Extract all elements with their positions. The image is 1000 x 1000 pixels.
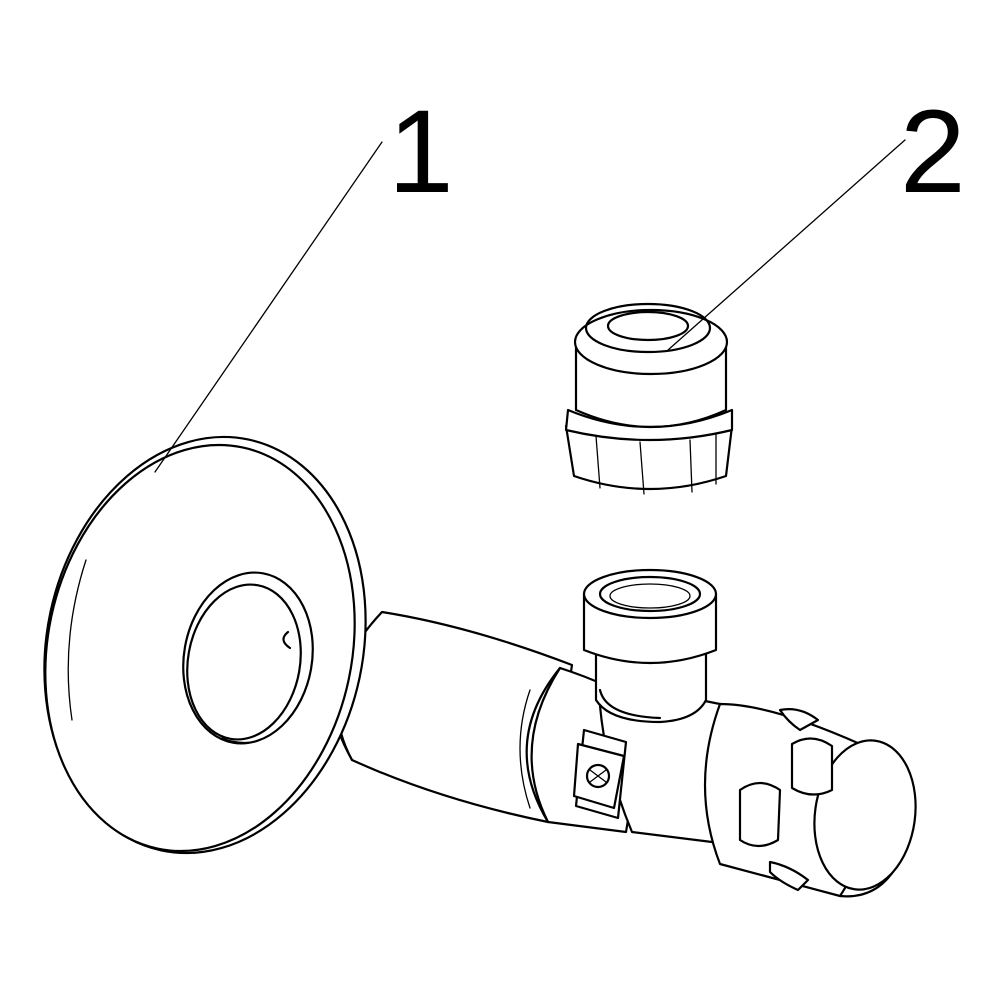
leader-line-2	[667, 139, 906, 351]
callout-1: 1	[154, 86, 454, 473]
compression-nut-part	[564, 302, 734, 495]
callout-2: 2	[667, 86, 966, 351]
callout-number-1: 1	[388, 86, 454, 218]
rosette-part	[43, 435, 367, 855]
callout-number-2: 2	[900, 86, 966, 218]
angle-valve-body	[330, 568, 917, 898]
leader-line-1	[154, 141, 383, 473]
